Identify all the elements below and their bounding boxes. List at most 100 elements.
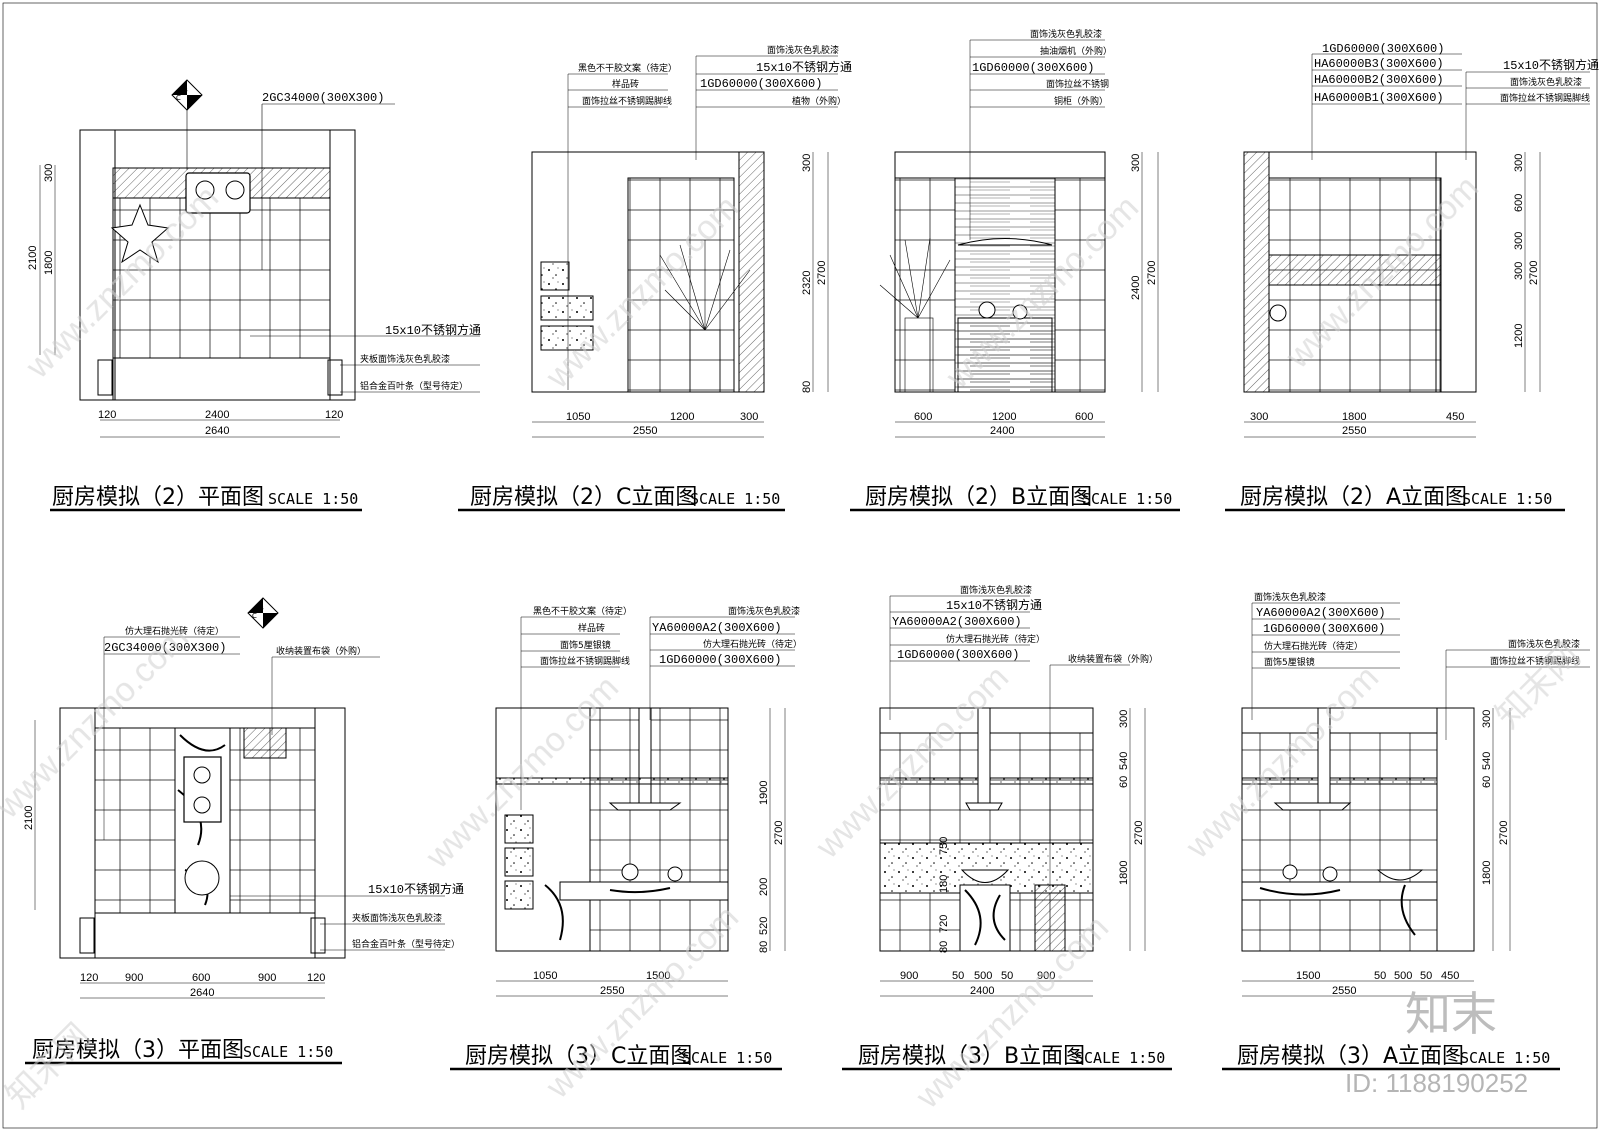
dimension: 2640	[190, 987, 214, 999]
note: 面饰5厘银镜	[560, 639, 611, 651]
cooktop-icon	[183, 756, 222, 823]
dimension: 2550	[633, 425, 657, 437]
dimension: 300	[801, 154, 813, 172]
dimension: 60	[1481, 776, 1493, 788]
dimension: 50	[1374, 970, 1386, 982]
drawing-scale: SCALE 1:50	[1462, 490, 1552, 508]
note: YA60000A2(300X600)	[652, 621, 782, 635]
dimension: 2400	[990, 425, 1014, 437]
dimension: 2700	[1146, 261, 1158, 285]
dimension: 500	[1394, 970, 1412, 982]
note: 仿大理石抛光砖（待定）	[703, 638, 802, 650]
dimension: 1500	[646, 970, 670, 982]
dimension: 2400	[970, 985, 994, 997]
note: 面饰拉丝不锈钢踢脚线	[1500, 92, 1590, 104]
dimension: 900	[1037, 970, 1055, 982]
note: 面饰浅灰色乳胶漆	[1254, 591, 1326, 603]
dimension: 2700	[1498, 821, 1510, 845]
pot-icon	[1012, 304, 1028, 320]
range-hood-icon	[608, 802, 682, 811]
dimension: 50	[952, 970, 964, 982]
pot-icon	[978, 301, 996, 319]
pot-icon	[1322, 866, 1338, 882]
panel-2-elevation-a: 1GD60000(300X600) HA60000B3(300X600) HA6…	[1225, 42, 1599, 512]
watermark-id: ID: 1188190252	[1345, 1068, 1528, 1098]
note: 15x10不锈钢方通	[1503, 57, 1599, 73]
dimension: 1800	[43, 251, 55, 275]
dimension: 540	[1118, 752, 1130, 770]
plant-icon	[659, 240, 751, 393]
note: 面饰拉丝不锈钢踢脚线	[540, 655, 630, 667]
note: HA60000B2(300X600)	[1314, 73, 1444, 87]
dimension: 2320	[801, 271, 813, 295]
sink-icon	[960, 869, 1010, 883]
note: 15x10不锈钢方通	[368, 881, 464, 897]
sink-icon	[1376, 869, 1424, 881]
dimension: 600	[1513, 194, 1525, 212]
note: YA60000A2(300X600)	[1256, 606, 1386, 620]
dimension: 1200	[992, 411, 1016, 423]
dimension: 2400	[1130, 276, 1142, 300]
pot-icon	[621, 863, 639, 881]
dimension: 1900	[758, 781, 770, 805]
plant-icon	[879, 237, 951, 393]
compass-icon: B C A	[247, 597, 279, 629]
note: 1GD60000(300X600)	[897, 648, 1019, 662]
note: HA60000B1(300X600)	[1314, 91, 1444, 105]
note: 1GD60000(300X600)	[700, 77, 822, 91]
drawing-scale: SCALE 1:50	[1460, 1049, 1550, 1067]
note: 面饰拉丝不锈钢	[1046, 78, 1109, 90]
note: 1GD60000(300X600)	[972, 61, 1094, 75]
note: 1GD60000(300X600)	[659, 653, 781, 667]
range-hood-icon	[965, 802, 1003, 811]
drawing-title: 厨房模拟（3）A立面图	[1237, 1044, 1464, 1069]
drawing-scale: SCALE 1:50	[268, 490, 358, 508]
storage-bag	[1034, 884, 1066, 952]
sink-cabinet	[959, 884, 1011, 952]
dimension: 80	[758, 941, 770, 953]
note: 样品砖	[612, 78, 639, 90]
note: 夹板面饰浅灰色乳胶漆	[360, 353, 450, 365]
compass-a: A	[268, 612, 273, 620]
drawing-title: 厨房模拟（2）C立面图	[470, 485, 697, 510]
dimension: 600	[192, 972, 210, 984]
note: 仿大理石抛光砖（待定）	[1264, 640, 1363, 652]
dimension: 300	[43, 164, 55, 182]
note: 铝合金百叶条（型号待定）	[352, 938, 460, 950]
panel-3-elevation-a: 面饰浅灰色乳胶漆 YA60000A2(300X600) 1GD60000(300…	[1222, 591, 1590, 1071]
drawing-title: 厨房模拟（2）A立面图	[1240, 485, 1467, 510]
drawing-scale: SCALE 1:50	[682, 1049, 772, 1067]
note: 2GC34000(300X300)	[104, 641, 226, 655]
panel-2-elevation-c: 黑色不干胶文案（待定） 样品砖 面饰拉丝不锈钢踢脚线 面饰浅灰色乳胶漆 15x1…	[458, 44, 852, 512]
dimension: 50	[1420, 970, 1432, 982]
panel-2-plan: B C A 2GC34000(300X300) 15x10不锈钢方通 夹板面饰浅…	[27, 79, 481, 512]
dimension: 1500	[1296, 970, 1320, 982]
note: 15x10不锈钢方通	[756, 59, 852, 75]
dimension: 2550	[1332, 985, 1356, 997]
note: 面饰浅灰色乳胶漆	[1030, 28, 1102, 40]
dimension: 2100	[23, 806, 35, 830]
dimension: 300	[1513, 154, 1525, 172]
note: 样品砖	[578, 622, 605, 634]
note: 面饰浅灰色乳胶漆	[1510, 76, 1582, 88]
dimension: 300	[1250, 411, 1268, 423]
dimension: 900	[258, 972, 276, 984]
dimension: 720	[938, 915, 950, 933]
compass-icon: B C A	[171, 79, 203, 111]
dimension: 1800	[1342, 411, 1366, 423]
dimension: 1200	[670, 411, 694, 423]
dimension: 1800	[1481, 861, 1493, 885]
dimension: 300	[1513, 232, 1525, 250]
dimension: 2700	[773, 821, 785, 845]
dimension: 300	[1130, 154, 1142, 172]
dimension: 600	[1075, 411, 1093, 423]
sink-icon	[184, 860, 220, 896]
watermark-brand: 知末网	[0, 1017, 98, 1116]
note: HA60000B3(300X600)	[1314, 57, 1444, 71]
dimension: 1050	[566, 411, 590, 423]
cooktop-icon	[185, 172, 251, 214]
note: 夹板面饰浅灰色乳胶漆	[352, 912, 442, 924]
dimension: 450	[1441, 970, 1459, 982]
pot-icon	[1269, 304, 1287, 322]
